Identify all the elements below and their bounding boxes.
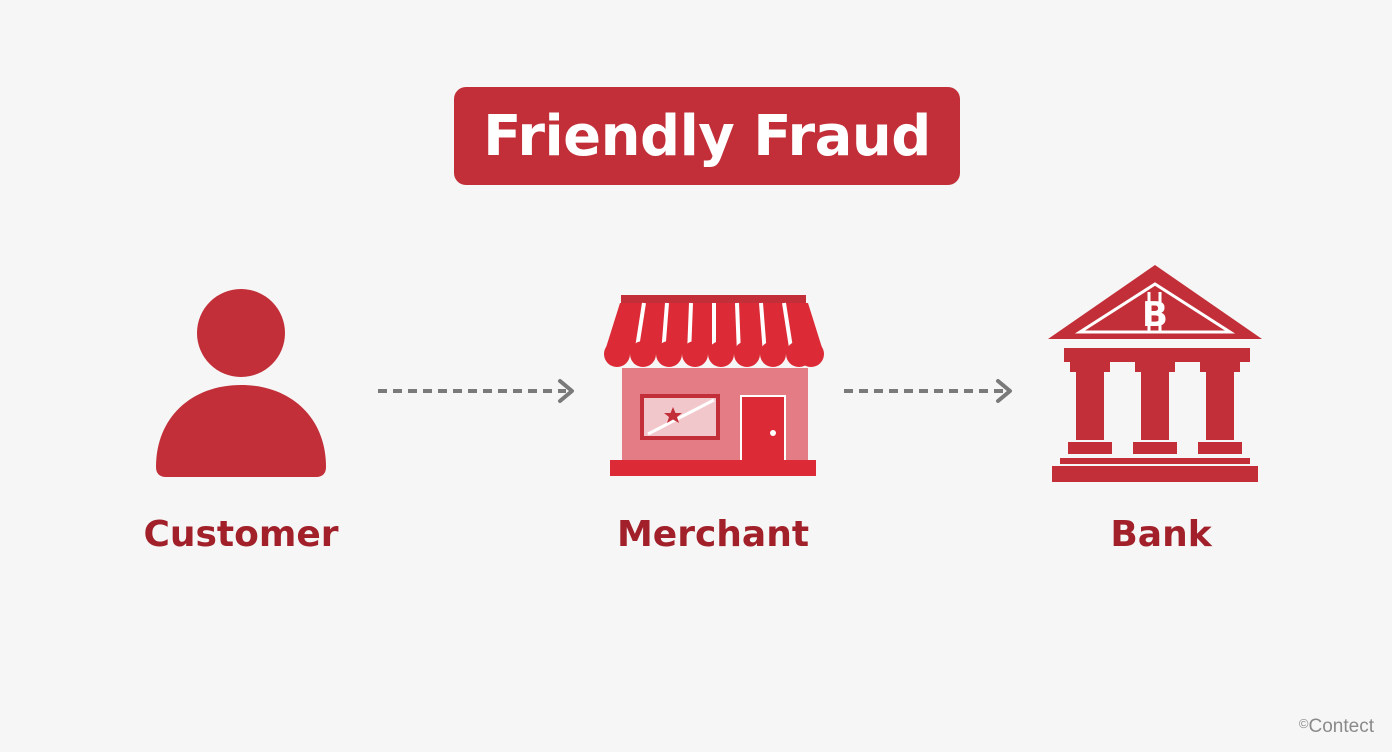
watermark: ©Contect bbox=[1299, 716, 1374, 738]
arrow-merchant-to-bank bbox=[844, 379, 1012, 403]
watermark-text: Contect bbox=[1308, 716, 1374, 737]
diagram-title: Friendly Fraud bbox=[483, 103, 931, 169]
watermark-logo-icon: © bbox=[1298, 716, 1309, 731]
node-label-merchant: Merchant bbox=[616, 514, 810, 555]
title-banner: Friendly Fraud bbox=[454, 87, 960, 185]
node-label-customer: Customer bbox=[143, 514, 339, 555]
arrow-customer-to-merchant bbox=[378, 379, 574, 403]
node-label-bank: Bank bbox=[1110, 514, 1212, 555]
bank-building-icon: B bbox=[1048, 265, 1262, 482]
storefront-icon bbox=[604, 295, 824, 476]
person-icon bbox=[156, 289, 326, 477]
bank-symbol: B bbox=[1142, 295, 1168, 335]
